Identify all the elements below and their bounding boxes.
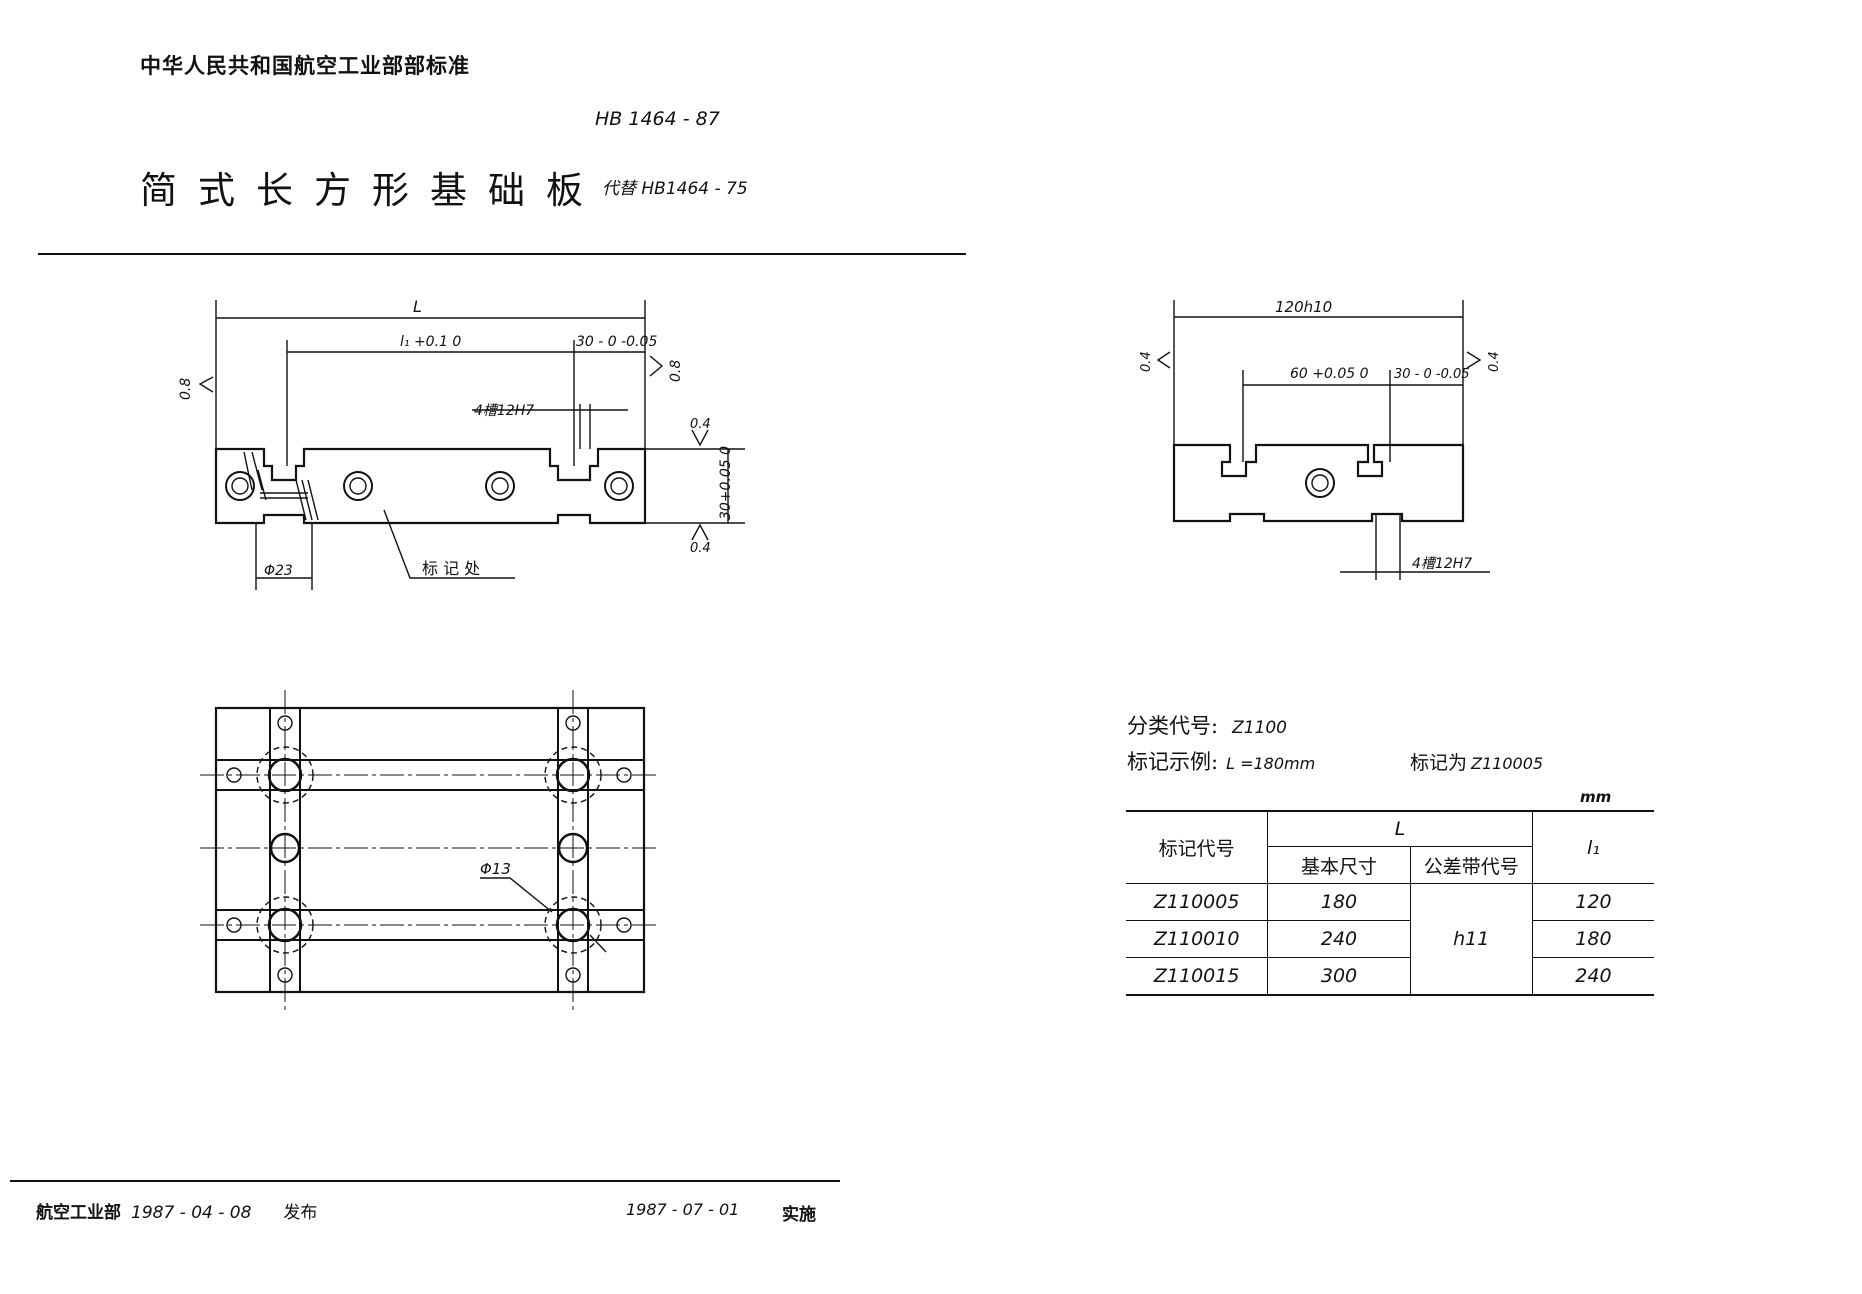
footer-issuer: 航空工业部 bbox=[36, 1203, 121, 1223]
marking-example-label: 标记示例: bbox=[1127, 750, 1219, 774]
side-view-drawing bbox=[1156, 300, 1490, 580]
spec-table: 标记代号 L l₁ 基本尺寸 公差带代号 Z110005 180 h11 120… bbox=[1126, 810, 1654, 996]
row-l1: 120 bbox=[1531, 883, 1654, 921]
row-l1: 240 bbox=[1531, 957, 1654, 996]
dim-30-height: 30+0.05 0 bbox=[718, 446, 734, 520]
header-tolerance: 公差带代号 bbox=[1409, 846, 1533, 884]
classification-label: 分类代号: bbox=[1127, 714, 1219, 738]
footer-issue-date: 1987 - 04 - 08 bbox=[131, 1203, 252, 1223]
standard-code: HB 1464 - 87 bbox=[595, 108, 720, 130]
row-code: Z110015 bbox=[1126, 957, 1268, 996]
header-l1: l₁ bbox=[1531, 811, 1654, 884]
table-unit: mm bbox=[1580, 788, 1612, 806]
footer-effective-date: 1987 - 07 - 01 bbox=[626, 1200, 740, 1219]
roughness-a: 0.8 bbox=[178, 378, 194, 400]
roughness-left: 0.4 bbox=[1139, 351, 1154, 372]
table-row: Z110005 180 h11 120 bbox=[1126, 883, 1654, 996]
dim-phi13: Φ13 bbox=[480, 860, 511, 878]
header-basic-size: 基本尺寸 bbox=[1267, 846, 1411, 884]
replaces-standard: 代替 HB1464 - 75 bbox=[602, 179, 748, 199]
footer-issue: 航空工业部 1987 - 04 - 08 发布 bbox=[36, 1198, 317, 1223]
marking-example-line: 标记示例: L =180mm bbox=[1127, 746, 1315, 776]
row-tolerance: h11 bbox=[1409, 883, 1533, 996]
document-title: 简式长方形基础板 bbox=[140, 169, 604, 212]
issuing-organization: 中华人民共和国航空工业部部标准 bbox=[140, 54, 470, 78]
slot-note-side: 4槽12H7 bbox=[1412, 556, 1472, 572]
row-code: Z110005 bbox=[1126, 883, 1268, 921]
dim-30-side: 30 - 0 -0.05 bbox=[1394, 367, 1470, 382]
dim-width-120h10: 120h10 bbox=[1275, 298, 1332, 316]
row-L: 240 bbox=[1267, 920, 1411, 958]
row-code: Z110010 bbox=[1126, 920, 1268, 958]
dim-60: 60 +0.05 0 bbox=[1290, 366, 1369, 382]
roughness-d: 0.4 bbox=[690, 541, 711, 556]
roughness-c: 0.4 bbox=[690, 417, 711, 432]
row-l1: 180 bbox=[1531, 920, 1654, 958]
mark-location-label: 标 记 处 bbox=[422, 559, 480, 578]
dim-l1: l₁ +0.1 0 bbox=[400, 334, 461, 350]
footer-rule bbox=[10, 1180, 840, 1182]
classification-code: Z1100 bbox=[1232, 718, 1287, 738]
roughness-b: 0.8 bbox=[668, 360, 684, 382]
table-row: Z110010 240 180 bbox=[1126, 920, 1654, 958]
header-rule bbox=[38, 253, 966, 255]
header-code: 标记代号 bbox=[1126, 811, 1268, 884]
dim-L: L bbox=[413, 297, 422, 316]
dim-30-tolerance: 30 - 0 -0.05 bbox=[576, 334, 657, 350]
front-view-drawing bbox=[198, 300, 745, 590]
row-L: 300 bbox=[1267, 957, 1411, 996]
plan-view-drawing bbox=[200, 690, 660, 1010]
classification-line: 分类代号: Z1100 bbox=[1127, 710, 1287, 740]
footer-issued: 发布 bbox=[283, 1203, 318, 1223]
marking-example-value: L =180mm bbox=[1226, 754, 1316, 773]
slot-note-front: 4槽12H7 bbox=[474, 403, 534, 419]
footer-effective: 实施 bbox=[782, 1205, 816, 1225]
header-L: L bbox=[1267, 811, 1533, 847]
table-row: Z110015 300 240 bbox=[1126, 957, 1654, 996]
row-L: 180 bbox=[1267, 883, 1411, 921]
marking-result-value: Z110005 bbox=[1471, 754, 1544, 773]
dim-phi23: Φ23 bbox=[264, 563, 293, 579]
marking-result-label: 标记为 bbox=[1410, 752, 1468, 774]
roughness-right: 0.4 bbox=[1487, 351, 1502, 372]
